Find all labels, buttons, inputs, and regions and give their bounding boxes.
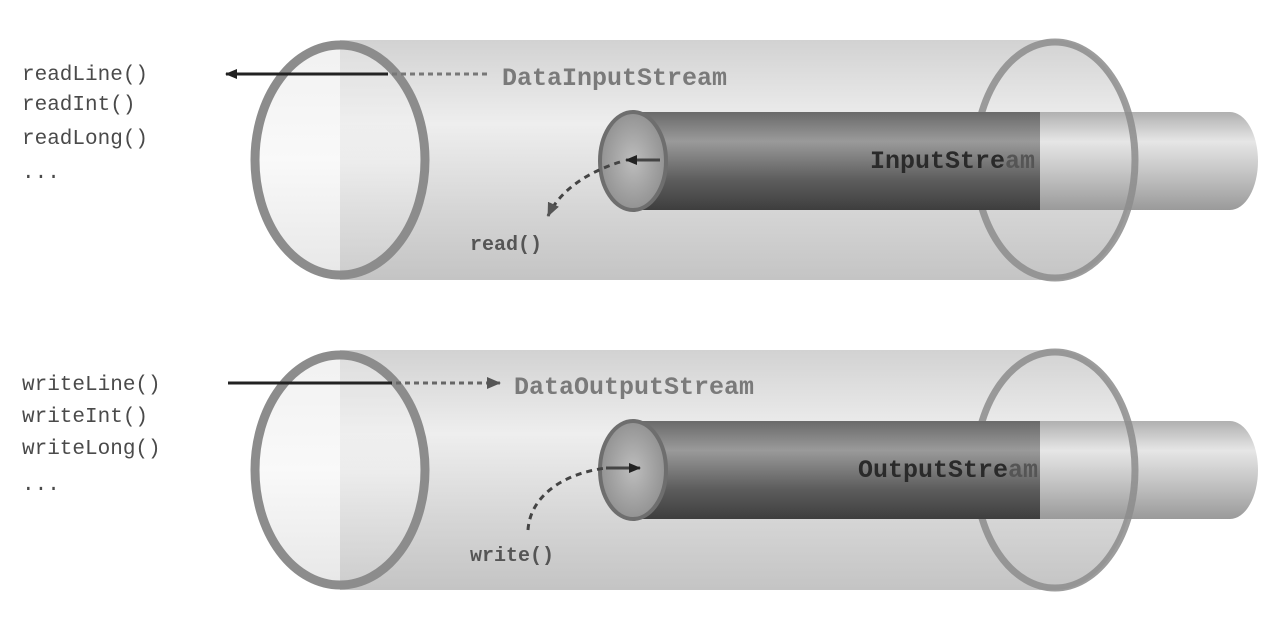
data-output-stream-left-opening bbox=[255, 355, 425, 585]
output-stream-label-head: OutputStre bbox=[858, 456, 1008, 485]
output-stream-label-tail: am bbox=[1008, 456, 1038, 485]
method-write-long: writeLong() bbox=[22, 438, 161, 461]
data-input-stream-label: DataInputStream bbox=[502, 64, 727, 93]
data-input-stream-left-opening bbox=[255, 45, 425, 275]
data-input-stream-group: readLine() readInt() readLong() ... Data… bbox=[22, 38, 1258, 282]
write-call-label: write() bbox=[470, 545, 554, 568]
data-input-stream-left-rim bbox=[250, 40, 430, 280]
write-call-arrow bbox=[526, 466, 607, 531]
output-stream-label: OutputStream bbox=[858, 456, 1038, 485]
input-stream-pipe-extension bbox=[1040, 112, 1258, 210]
method-more: ... bbox=[22, 162, 60, 185]
read-call-arrow bbox=[546, 160, 621, 217]
output-stream-pipe bbox=[633, 421, 1040, 519]
input-stream-label-head: InputStre bbox=[870, 147, 1005, 176]
input-stream-pipe bbox=[633, 112, 1040, 210]
method-read-long: readLong() bbox=[22, 128, 148, 151]
method-write-line: writeLine() bbox=[22, 374, 161, 397]
method-more: ... bbox=[22, 474, 60, 497]
data-output-stream-left-rim bbox=[250, 350, 430, 590]
method-write-int: writeInt() bbox=[22, 406, 148, 429]
method-read-line: readLine() bbox=[22, 64, 148, 87]
output-stream-pipe-extension bbox=[1040, 421, 1258, 519]
data-output-stream-group: writeLine() writeInt() writeLong() ... D… bbox=[22, 348, 1258, 592]
input-stream-label-tail: am bbox=[1005, 147, 1035, 176]
input-stream-label: InputStream bbox=[870, 147, 1035, 176]
output-stream-pipe-end bbox=[598, 419, 668, 521]
method-read-int: readInt() bbox=[22, 94, 135, 117]
read-call-label: read() bbox=[470, 234, 542, 257]
data-output-stream-label: DataOutputStream bbox=[514, 373, 754, 402]
